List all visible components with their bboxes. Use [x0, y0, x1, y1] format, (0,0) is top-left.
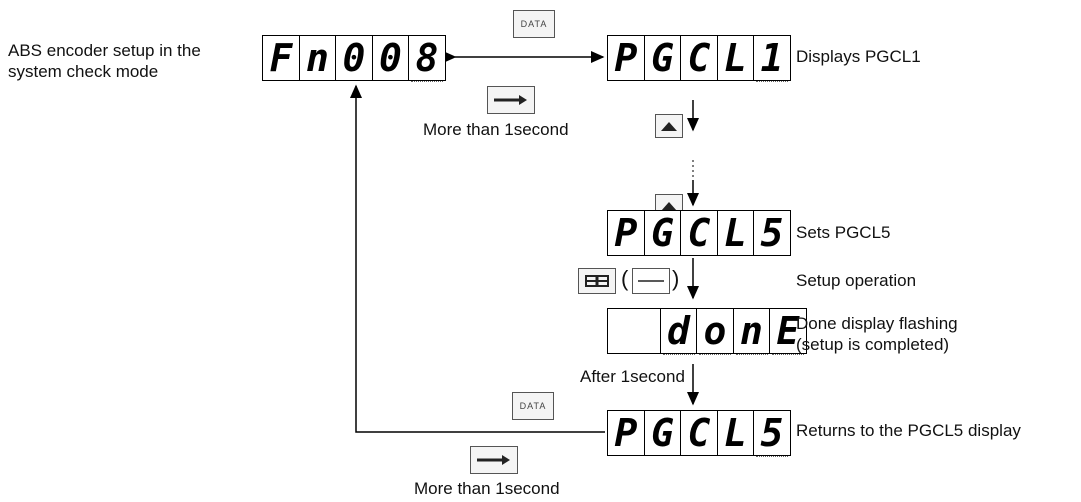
digit: P — [614, 211, 638, 255]
digit: L — [724, 411, 747, 455]
digit: E — [776, 309, 800, 353]
digit: G — [651, 411, 674, 455]
paren-close: ) — [672, 266, 680, 291]
up-key-icon — [655, 114, 683, 138]
digit: C — [687, 36, 711, 80]
digit: P — [614, 36, 638, 80]
left-title-line-2: system check mode — [8, 62, 159, 81]
digit: d — [667, 309, 690, 353]
setup-operation-label: Setup operation — [796, 271, 917, 290]
digit: 8 — [415, 36, 439, 80]
digit: n — [740, 309, 763, 353]
display-pgcl5: P G C L 5 — [607, 210, 791, 256]
paren-open: ( — [621, 266, 629, 291]
digit: 0 — [379, 36, 402, 80]
displays-pgcl1-label: Displays PGCL1 — [796, 47, 921, 66]
display-done: d o n E — [607, 308, 807, 355]
digit: F — [269, 36, 293, 80]
digit: n — [306, 36, 329, 80]
digit: P — [614, 411, 638, 455]
digit: C — [687, 411, 711, 455]
digit: 0 — [342, 36, 366, 80]
returns-label: Returns to the PGCL5 display — [796, 421, 1021, 440]
more-than-1s-top: More than 1second — [423, 120, 569, 139]
done-label-2: (setup is completed) — [796, 335, 950, 354]
set-key-icon — [578, 268, 616, 294]
display-pgcl1: P G C L 1 — [607, 35, 791, 82]
more-than-1s-bottom: More than 1second — [414, 479, 560, 498]
digit: 5 — [760, 211, 784, 255]
digit: 5 — [760, 411, 784, 455]
data-key: DATA — [512, 392, 554, 420]
done-label-1: Done display flashing — [796, 314, 958, 333]
mode-key-icon — [487, 86, 535, 114]
data-key: DATA — [513, 10, 555, 38]
digit: o — [703, 309, 727, 353]
display-pgcl5-return: P G C L 5 — [607, 410, 791, 457]
digit: C — [687, 211, 711, 255]
after-1s-label: After 1second — [580, 367, 685, 386]
display-fn008: F n 0 0 8 — [262, 35, 446, 82]
mode-key-icon — [470, 446, 518, 474]
return-arrow — [350, 84, 605, 433]
digit: L — [724, 36, 747, 80]
button-icon — [632, 268, 670, 294]
digit: G — [651, 211, 674, 255]
digit: G — [651, 36, 674, 80]
digit: L — [724, 211, 747, 255]
left-title-line-1: ABS encoder setup in the — [8, 41, 201, 60]
digit: 1 — [760, 36, 784, 80]
sets-pgcl5-label: Sets PGCL5 — [796, 223, 891, 242]
